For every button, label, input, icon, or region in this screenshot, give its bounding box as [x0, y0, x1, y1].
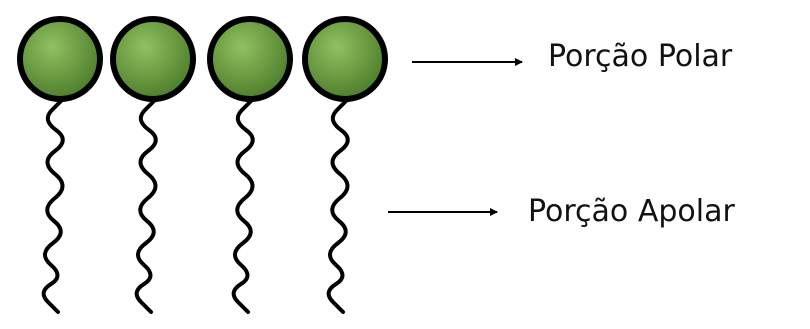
- molecules-group: [20, 19, 385, 312]
- polar-head-2: [113, 19, 193, 99]
- nonpolar-tail-4: [329, 100, 348, 312]
- nonpolar-tail-2: [137, 100, 156, 312]
- polar-head-1: [20, 19, 100, 99]
- nonpolar-tail-3: [234, 100, 253, 312]
- polar-portion-label: Porção Polar: [548, 42, 732, 72]
- apolar-portion-label: Porção Apolar: [528, 197, 735, 227]
- polar-head-3: [210, 19, 290, 99]
- polar-head-4: [305, 19, 385, 99]
- nonpolar-tail-1: [44, 100, 63, 312]
